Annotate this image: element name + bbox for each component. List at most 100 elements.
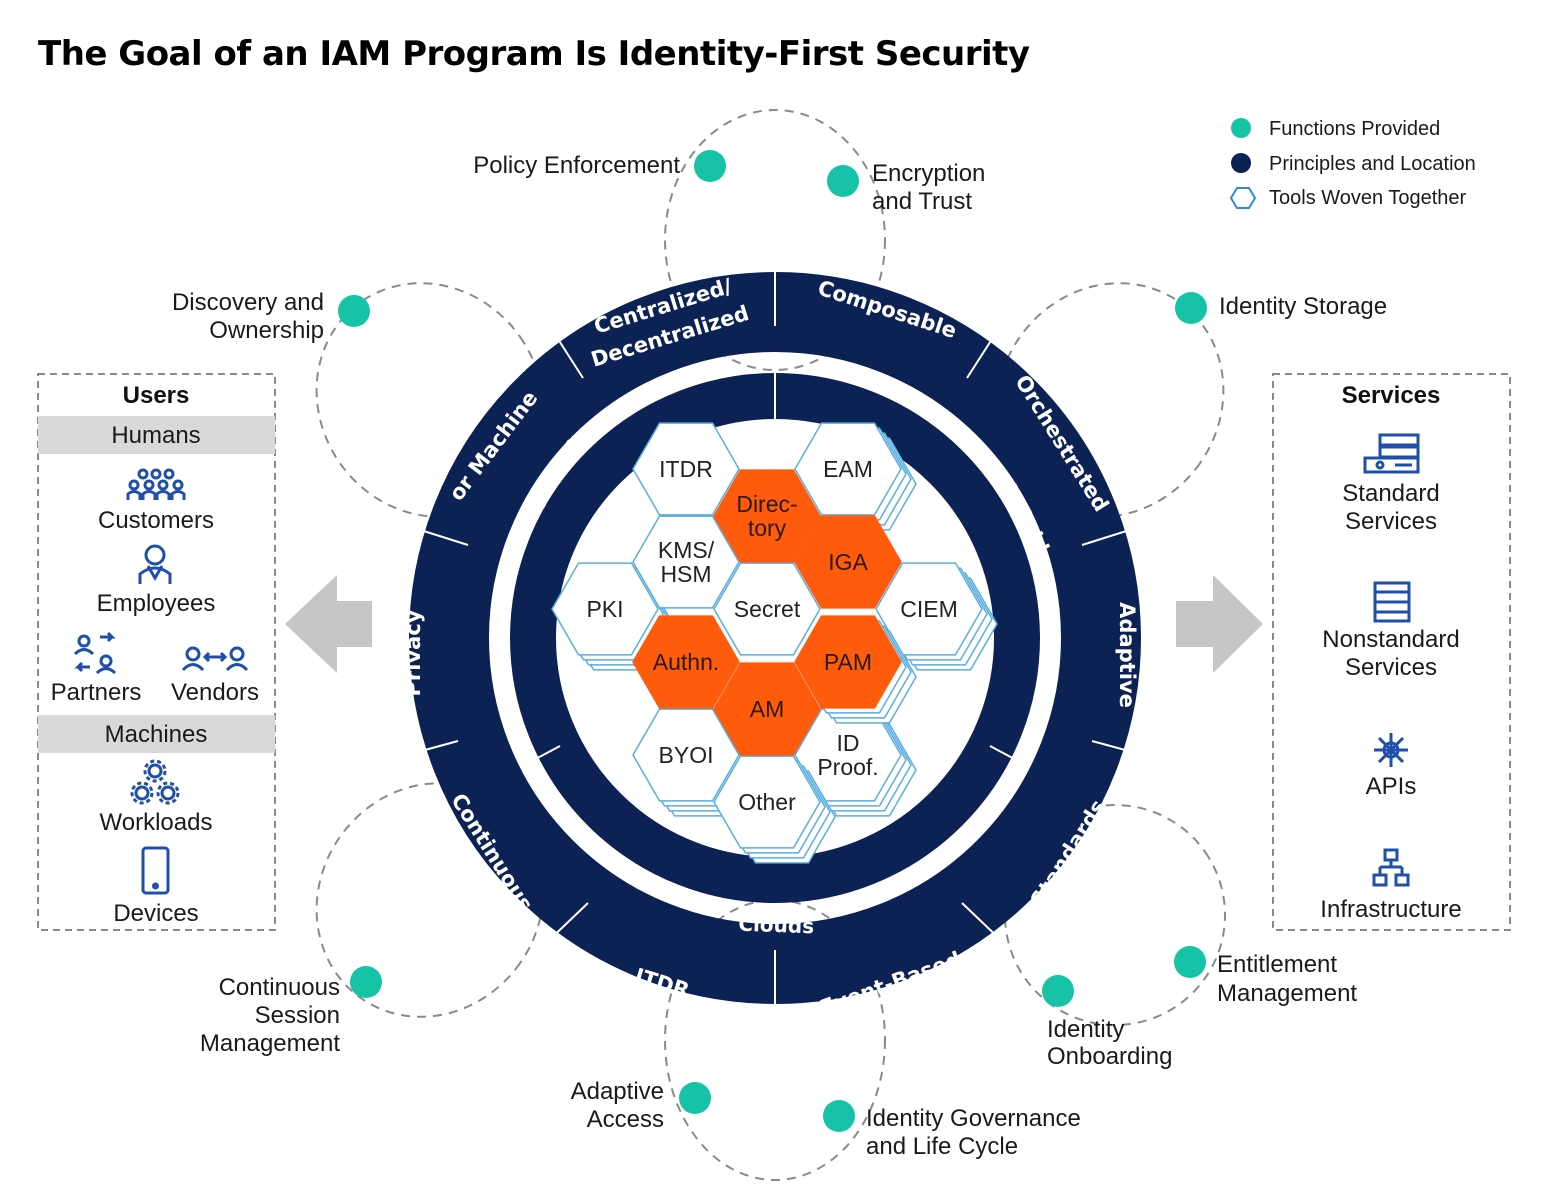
tool-kms-hsm-label: KMS/ <box>658 537 715 563</box>
tool-directory: Direc-tory <box>713 469 821 563</box>
legend-teal-dot <box>1231 118 1251 138</box>
principle-privacy: Privacy <box>401 609 425 696</box>
tool-pam-label: PAM <box>824 649 872 675</box>
services-flow-arrow <box>1176 575 1263 673</box>
tool-iga-shape <box>794 515 902 609</box>
tool-pam-shape <box>794 615 902 709</box>
ring-separators <box>387 242 1163 1034</box>
tool-other-label: Other <box>738 789 796 815</box>
tool-ciem: CIEM <box>875 562 998 671</box>
infrastructure-label: Infrastructure <box>1320 896 1461 923</box>
function-adaptive-line1: Adaptive <box>571 1078 664 1105</box>
services-heading: Services <box>1342 382 1441 409</box>
function-encryption-line1: Encryption <box>872 160 985 187</box>
machines-band <box>38 715 275 753</box>
customers-icon <box>126 468 186 500</box>
function-discovery-line2: Ownership <box>209 317 324 344</box>
employee-icon <box>138 544 172 584</box>
tool-id-proof-label: ID <box>837 730 860 756</box>
function-identity-storage: Identity Storage <box>1219 293 1387 320</box>
tool-eam-shape <box>794 422 902 516</box>
tool-directory-label: Direc- <box>736 491 797 517</box>
tool-secret-label: Secret <box>734 596 801 622</box>
function-policy-enforcement: Policy Enforcement <box>473 152 680 179</box>
function-dot <box>1175 292 1207 324</box>
function-governance-line2: and Life Cycle <box>866 1133 1018 1160</box>
tool-byoi-label: BYOI <box>659 742 714 768</box>
mobile-device-icon <box>141 846 170 895</box>
tool-other: Other <box>713 755 836 864</box>
function-dot <box>338 295 370 327</box>
location-clouds: Clouds <box>738 912 815 939</box>
tool-itdr-shape <box>632 422 740 516</box>
partners-label: Partners <box>51 679 142 706</box>
tool-byoi: BYOI <box>632 708 755 817</box>
tool-kms-hsm-label: HSM <box>660 561 711 587</box>
function-session-line3: Management <box>200 1030 340 1057</box>
nonstandard-services-line2: Services <box>1345 654 1437 681</box>
function-discovery-line1: Discovery and <box>172 289 324 316</box>
tool-pki-shape <box>551 562 659 656</box>
partners-icon <box>73 631 117 675</box>
function-dots <box>338 150 1207 1132</box>
server-stack-icon <box>1363 433 1420 474</box>
function-session-line2: Session <box>255 1002 340 1029</box>
tool-itdr: ITDR <box>632 422 740 516</box>
users-heading: Users <box>123 382 190 409</box>
tool-eam-label: EAM <box>823 456 873 482</box>
tool-secret: Secret <box>713 562 821 656</box>
function-dot <box>1042 975 1074 1007</box>
function-dot <box>350 966 382 998</box>
tool-authn: Authn. <box>632 615 740 709</box>
legend-tools: Tools Woven Together <box>1269 187 1466 209</box>
tool-iga: IGA <box>794 515 902 609</box>
employees-label: Employees <box>97 590 216 617</box>
tool-pki-label: PKI <box>586 596 623 622</box>
nonstandard-services-line1: Nonstandard <box>1322 626 1459 653</box>
function-dot <box>827 165 859 197</box>
tool-itdr-label: ITDR <box>659 456 713 482</box>
tool-pki: PKI <box>551 562 674 671</box>
function-adaptive-line2: Access <box>587 1106 664 1133</box>
standard-services-line1: Standard <box>1342 480 1439 507</box>
tool-kms-hsm-shape <box>632 515 740 609</box>
apis-label: APIs <box>1366 773 1417 800</box>
vendors-label: Vendors <box>171 679 259 706</box>
function-dot <box>679 1082 711 1114</box>
function-dot <box>1174 946 1206 978</box>
users-panel: Users Humans Customers Employees Partner… <box>37 373 276 931</box>
api-hub-icon <box>1374 733 1408 767</box>
principle-adaptive: Adaptive <box>1115 602 1139 708</box>
legend-navy-dot <box>1231 153 1251 173</box>
tool-authn-label: Authn. <box>653 649 720 675</box>
function-encryption-line2: and Trust <box>872 188 972 215</box>
page-title: The Goal of an IAM Program Is Identity-F… <box>38 34 1030 74</box>
tool-am-label: AM <box>750 696 785 722</box>
tool-secret-shape <box>713 562 821 656</box>
services-panel: Services Standard Services Nonstandard S… <box>1272 373 1511 931</box>
workloads-label: Workloads <box>100 809 213 836</box>
tool-ciem-shape <box>875 562 983 656</box>
network-tree-icon <box>1372 848 1410 887</box>
tool-id-proof-label: Proof. <box>817 754 878 780</box>
function-entitlement-line1: Entitlement <box>1217 951 1337 978</box>
function-labels: Policy Enforcement Encryption and Trust … <box>172 152 1387 1160</box>
legend-principles: Principles and Location <box>1269 153 1476 175</box>
function-onboarding-line1: Identity <box>1047 1016 1124 1043</box>
tool-directory-shape <box>713 469 821 563</box>
devices-label: Devices <box>113 900 198 927</box>
function-dot <box>823 1100 855 1132</box>
function-governance-line1: Identity Governance <box>866 1105 1081 1132</box>
vendors-icon <box>181 646 249 672</box>
tool-am: AM <box>713 662 821 756</box>
humans-band-label: Humans <box>111 422 200 449</box>
tool-other-shape <box>713 755 821 849</box>
function-entitlement-line2: Management <box>1217 980 1357 1007</box>
humans-band <box>38 416 275 454</box>
legend-functions: Functions Provided <box>1269 118 1440 140</box>
legend-hexagon-icon <box>1229 187 1257 209</box>
tool-pam: PAM <box>794 615 917 724</box>
